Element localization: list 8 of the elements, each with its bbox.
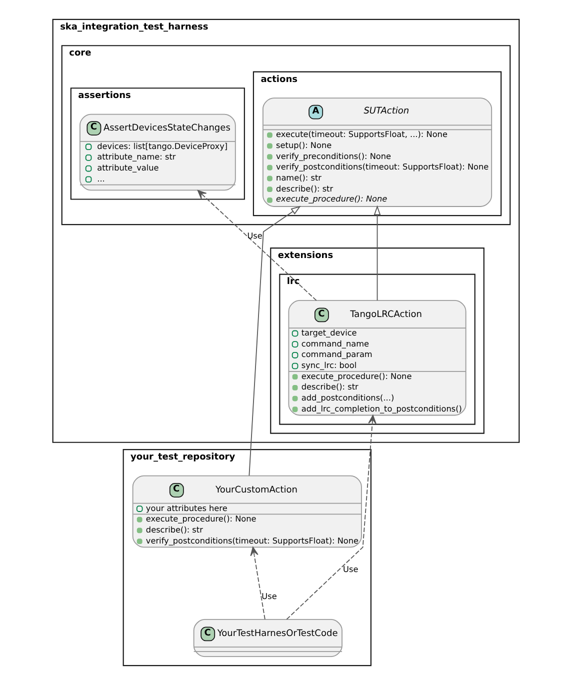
arrow: [250, 546, 265, 620]
edge-label: Use: [246, 230, 262, 240]
arrow: [286, 414, 376, 620]
arrow: [248, 206, 300, 476]
arrow: [373, 205, 380, 301]
edge-label: Use: [342, 564, 358, 574]
edge-label: Use: [261, 590, 276, 601]
arrow: [196, 190, 316, 301]
